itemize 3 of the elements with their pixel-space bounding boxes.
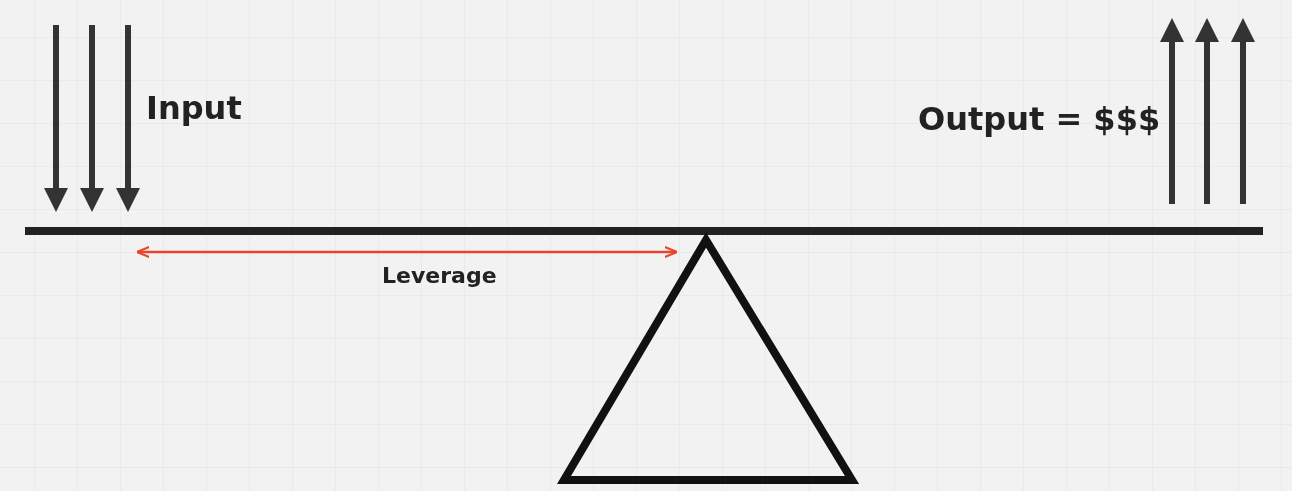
output-label: Output = $$$ <box>918 103 1161 135</box>
leverage-label: Leverage <box>382 265 497 287</box>
input-label: Input <box>146 92 242 124</box>
